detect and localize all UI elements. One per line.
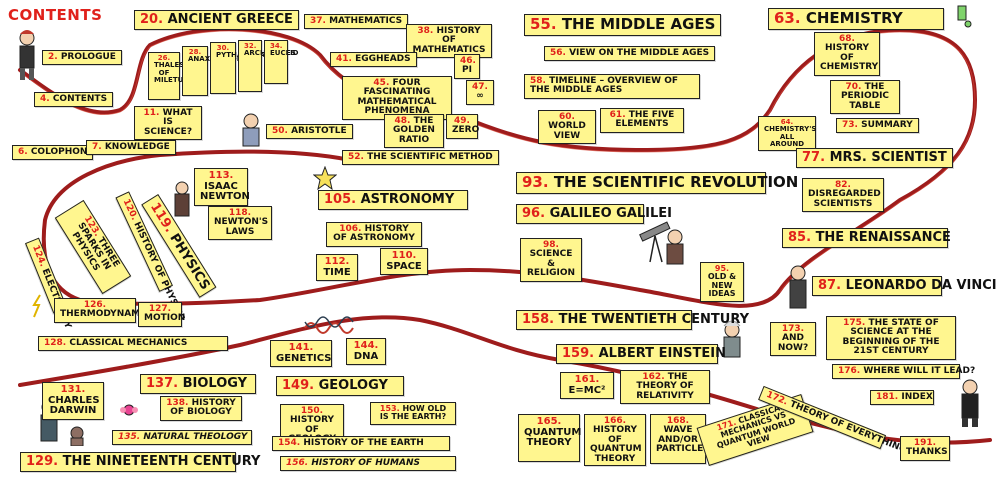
entry-leonardo[interactable]: 87. LEONARDO DA VINCI [812,276,997,296]
entry-timeline[interactable]: 58. TIMELINE – OVERVIEW OF THE MIDDLE AG… [524,74,700,99]
entry-archimedes[interactable]: 32. ARCHIMEDES [238,40,296,92]
entry-pythagoras[interactable]: 30. PYTHAGORAS [210,42,270,94]
einstein-figure [723,320,741,358]
entry-zero[interactable]: 49. ZERO [446,114,479,139]
entry-newtons-laws[interactable]: 118. NEWTON'S LAWS [208,206,272,241]
entry-isaac-newton[interactable]: 113. ISAAC NEWTON [194,168,250,206]
entry-genetics[interactable]: 141. GENETICS [270,340,332,367]
entry-theory-of-relativity[interactable]: 162. THE THEORY OF RELATIVITY [620,370,710,405]
entry-infinity[interactable]: 47. ∞ [466,80,494,105]
galileo-figure [666,229,684,265]
entry-periodic-table[interactable]: 70. THE PERIODIC TABLE [830,80,900,115]
entry-scientific-method[interactable]: 52. THE SCIENTIFIC METHOD [342,150,499,166]
entry-dna[interactable]: 144. DNA [346,338,386,365]
entry-charles-darwin[interactable]: 131. CHARLES DARWIN [42,382,104,420]
entry-chemistry[interactable]: 63. CHEMISTRY [768,8,944,30]
entry-twentieth-century[interactable]: 158. THE TWENTIETH CENTURY [516,310,749,330]
entry-history-of-chemistry[interactable]: 68. HISTORY OF CHEMISTRY [814,32,880,76]
star-icon [313,166,337,190]
entry-geology[interactable]: 149. GEOLOGY [276,376,404,396]
entry-astronomy[interactable]: 105. ASTRONOMY [318,190,468,210]
entry-history-of-mathematics[interactable]: 38. HISTORY OF MATHEMATICS [406,24,492,59]
entry-wave-particle[interactable]: 168. WAVE AND/OR PARTICLE [650,414,706,464]
entry-chemistrys-all-around[interactable]: 64. CHEMISTRY'S ALL AROUND [758,116,816,152]
entry-time[interactable]: 112. TIME [316,254,358,281]
entry-renaissance[interactable]: 85. THE RENAISSANCE [782,228,951,248]
entry-history-of-astronomy[interactable]: 106. HISTORY OF ASTRONOMY [326,222,422,247]
entry-emc2[interactable]: 161. E=MC² [560,372,614,399]
entry-history-of-biology[interactable]: 138. HISTORY OF BIOLOGY [160,396,242,421]
entry-thermodynamics[interactable]: 126. THERMODYNAMICS [54,298,157,323]
entry-middle-ages[interactable]: 55. THE MIDDLE AGES [524,14,722,36]
presenter-figure [961,379,979,427]
newton-figure [174,181,190,217]
entry-history-of-humans[interactable]: 156. HISTORY OF HUMANS [280,456,456,472]
entry-natural-theology[interactable]: 135. NATURAL THEOLOGY [112,430,252,446]
entry-where-will-it-lead[interactable]: 176. WHERE WILL IT LEAD? [832,364,975,380]
entry-aristotle[interactable]: 50. ARISTOTLE [266,124,353,140]
monkey-figure [70,426,84,446]
entry-scientific-revolution[interactable]: 93. THE SCIENTIFIC REVOLUTION [516,172,798,194]
entry-colophon[interactable]: 6. COLOPHON [12,145,94,161]
entry-space[interactable]: 110. SPACE [380,248,428,275]
entry-knowledge[interactable]: 7. KNOWLEDGE [86,140,176,156]
entry-five-elements[interactable]: 61. THE FIVE ELEMENTS [600,108,684,133]
boy-figure [19,30,35,80]
entry-mrs-scientist[interactable]: 77. MRS. SCIENTIST [796,148,953,168]
entry-view-on-middle-ages[interactable]: 56. VIEW ON THE MIDDLE AGES [544,46,716,62]
leonardo-figure [789,265,807,309]
entry-euclid[interactable]: 34. EUCLID [264,40,298,84]
entry-science-religion[interactable]: 98. SCIENCE & RELIGION [520,238,582,282]
entry-disregarded-scientists[interactable]: 82. DISREGARDED SCIENTISTS [802,178,884,213]
entry-pi[interactable]: 46. PI [454,54,480,79]
entry-history-of-quantum[interactable]: 166. HISTORY OF QUANTUM THEORY [584,414,646,466]
entry-prologue[interactable]: 2. PROLOGUE [42,50,122,66]
entry-eggheads[interactable]: 41. EGGHEADS [330,52,417,68]
entry-motion[interactable]: 127. MOTION [138,302,185,327]
entry-old-new-ideas[interactable]: 95. OLD & NEW IDEAS [700,262,744,302]
entry-anaximander[interactable]: 28. ANAXIMANDER [182,46,247,96]
entry-galileo[interactable]: 96. GALILEO GALILEI [516,204,672,224]
entry-quantum-theory[interactable]: 165. QUANTUM THEORY [518,414,581,462]
entry-history-of-earth[interactable]: 154. HISTORY OF THE EARTH [272,436,450,452]
entry-thales[interactable]: 26. THALES OF MILETUS [148,52,188,100]
entry-nineteenth-century[interactable]: 129. THE NINETEENTH CENTURY [20,452,260,472]
entry-four-phenomena[interactable]: 45. FOUR FASCINATING MATHEMATICAL PHENOM… [342,76,452,120]
entry-albert-einstein[interactable]: 159. ALBERT EINSTEIN [556,344,726,364]
entry-state-of-science[interactable]: 175. THE STATE OF SCIENCE AT THE BEGINNI… [826,316,956,360]
entry-classical-mechanics[interactable]: 128. CLASSICAL MECHANICS [38,336,228,352]
entry-world-view[interactable]: 60. WORLD VIEW [538,110,596,145]
page-title: CONTENTS [8,6,103,24]
entry-ancient-greece[interactable]: 20. ANCIENT GREECE [134,10,299,30]
entry-what-is-science[interactable]: 11. WHAT IS SCIENCE? [134,106,202,141]
entry-and-now[interactable]: 173. AND NOW? [770,322,816,357]
entry-golden-ratio[interactable]: 48. THE GOLDEN RATIO [384,114,444,149]
entry-thanks[interactable]: 191. THANKS [900,436,950,461]
entry-biology[interactable]: 137. BIOLOGY [140,374,256,394]
entry-mathematics[interactable]: 37. MATHEMATICS [304,14,409,30]
entry-summary[interactable]: 73. SUMMARY [836,118,919,134]
entry-index[interactable]: 181. INDEX [870,390,934,406]
aristotle-figure [242,113,260,147]
entry-contents[interactable]: 4. CONTENTS [34,92,114,108]
entry-how-old-earth[interactable]: 153. HOW OLD IS THE EARTH? [370,402,456,425]
